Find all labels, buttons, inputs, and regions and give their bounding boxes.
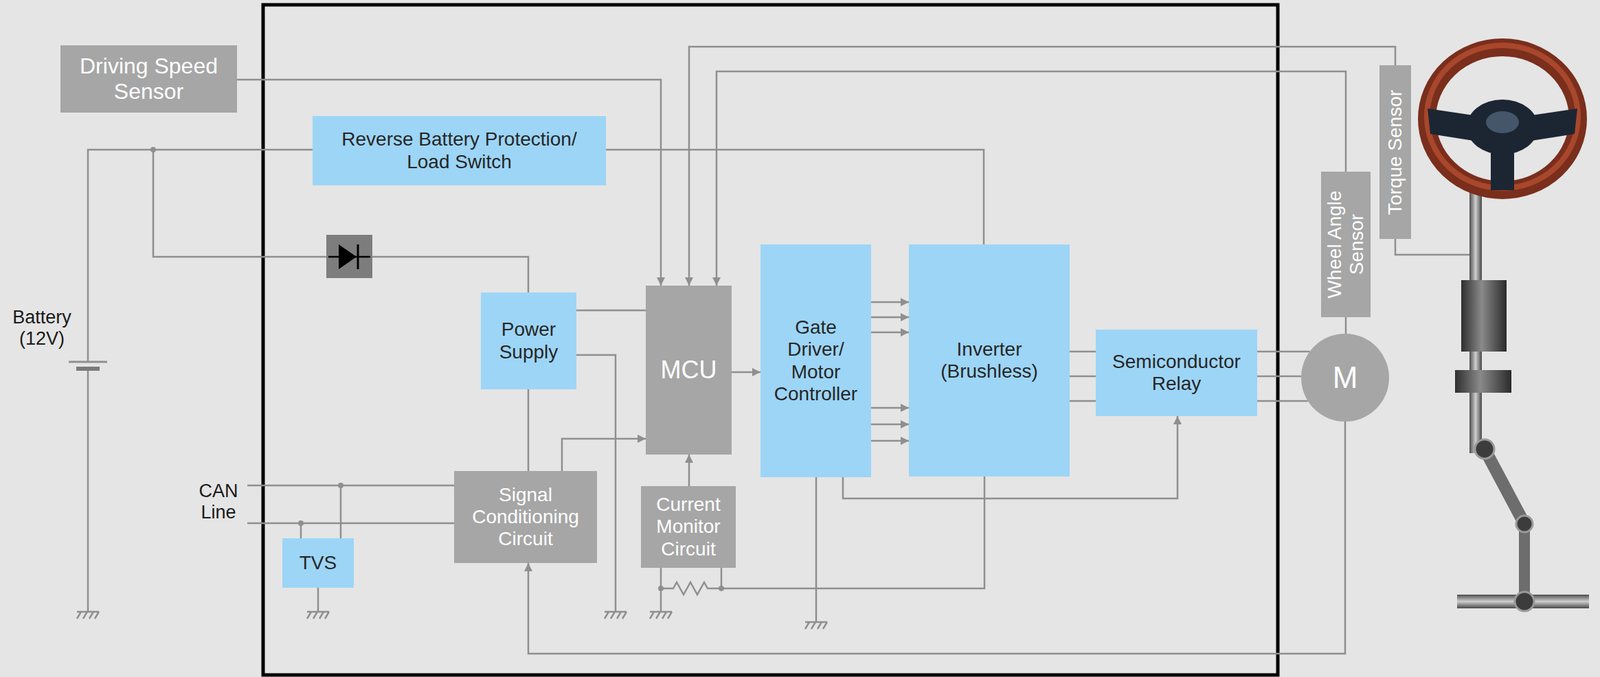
box-label: M: [1332, 360, 1359, 396]
box-label: Current Monitor Circuit: [647, 493, 729, 561]
wire-label: CAN Line: [193, 480, 244, 524]
signal-wire: [871, 423, 909, 426]
signal-wire: [1345, 317, 1348, 334]
ground-symbol: [604, 612, 627, 619]
signal-wire: [688, 454, 691, 487]
battery-symbol: [68, 361, 108, 364]
universal-joint: [1474, 439, 1495, 459]
motor-circle: M: [1301, 333, 1390, 422]
signal-wire: [871, 316, 909, 319]
signal-wire: [871, 301, 909, 304]
sensor-box: Torque Sensor: [1379, 65, 1412, 240]
sensor-box: Wheel Angle Sensor: [1321, 171, 1371, 318]
signal-wire: [237, 79, 661, 286]
tvs-ground-wire: [317, 588, 320, 613]
signal-wire: [1069, 400, 1096, 403]
battery-symbol: [76, 366, 100, 371]
universal-joint: [1516, 515, 1533, 533]
ground-symbol: [649, 612, 672, 619]
signal-wire: [1257, 400, 1309, 403]
driver-box: Gate Driver/ Motor Controller: [760, 244, 872, 478]
mcu-box: MCU: [645, 285, 732, 455]
diode-symbol: [338, 244, 357, 270]
housing-frame: [263, 4, 1278, 676]
motor-circle-shape: [1301, 333, 1390, 422]
signal-wire: [300, 523, 455, 539]
diode-box: [326, 234, 373, 279]
ground-symbol: [76, 612, 99, 619]
signal-wire: [1069, 351, 1096, 354]
steering-wheel-spoke: [1531, 108, 1578, 141]
protection-box: Reverse Battery Protection/ Load Switch: [312, 116, 606, 186]
signal-wire: [340, 485, 455, 539]
ground-symbol: [805, 622, 828, 630]
box-label: Signal Conditioning Circuit: [462, 484, 589, 551]
box-label: Wheel Angle Sensor: [1323, 178, 1368, 311]
tvs-box: TVS: [282, 538, 354, 589]
steering-wheel-spoke: [1427, 108, 1474, 141]
signal-wire: [731, 371, 761, 374]
signal-wire: [605, 149, 984, 245]
box-label: Reverse Battery Protection/ Load Switch: [324, 128, 594, 173]
signal-wire: [871, 440, 909, 443]
signal-wire: [1257, 375, 1302, 378]
signal-wire: [1069, 375, 1096, 378]
ground-symbol: [307, 612, 330, 619]
wire-label: Battery (12V): [4, 307, 80, 350]
box-label: MCU: [660, 355, 718, 385]
steering-wheel-hub: [1485, 111, 1519, 134]
column-housing: [1461, 280, 1507, 352]
monitor-box: Current Monitor Circuit: [640, 486, 736, 569]
can-wire: [247, 485, 341, 488]
battery-wire: [87, 149, 313, 363]
box-label: Inverter (Brushless): [917, 338, 1062, 383]
column-collar: [1455, 370, 1512, 393]
steering-wheel-hub: [1466, 99, 1539, 155]
can-wire: [247, 522, 301, 525]
sensor-box: Driving Speed Sensor: [60, 45, 238, 113]
signal-wire: [561, 438, 646, 472]
conditioning-box: Signal Conditioning Circuit: [454, 471, 597, 564]
junction-dot: [658, 586, 664, 592]
driver-ground-wire: [815, 477, 818, 623]
torque-shaft-wire: [1395, 239, 1470, 255]
resistor-symbol: [660, 582, 722, 595]
pinion-shaft: [1518, 524, 1530, 602]
battery-ground-wire: [87, 369, 90, 613]
signal-wire: [576, 309, 646, 312]
power-box: Power Supply: [480, 292, 577, 390]
diode-symbol: [357, 244, 360, 270]
signal-wire: [721, 476, 985, 589]
supply-branch-wire: [153, 149, 327, 257]
box-label: TVS: [299, 552, 337, 575]
signal-wire: [1257, 351, 1311, 354]
junction-dot: [150, 147, 156, 153]
box-label: Driving Speed Sensor: [68, 53, 229, 105]
box-label: Torque Sensor: [1384, 72, 1407, 233]
signal-wire: [871, 331, 909, 334]
box-label: Semiconductor Relay: [1103, 351, 1249, 396]
intermediate-shaft: [1484, 449, 1525, 525]
signal-wire: [871, 407, 909, 410]
supply-branch-wire: [372, 256, 529, 293]
signal-wire: [527, 389, 530, 472]
pinion-gear: [1514, 592, 1535, 612]
inverter-box: Inverter (Brushless): [908, 244, 1070, 477]
box-label: Gate Driver/ Motor Controller: [767, 316, 865, 406]
relay-box: Semiconductor Relay: [1095, 329, 1258, 417]
box-label: Power Supply: [487, 318, 570, 363]
